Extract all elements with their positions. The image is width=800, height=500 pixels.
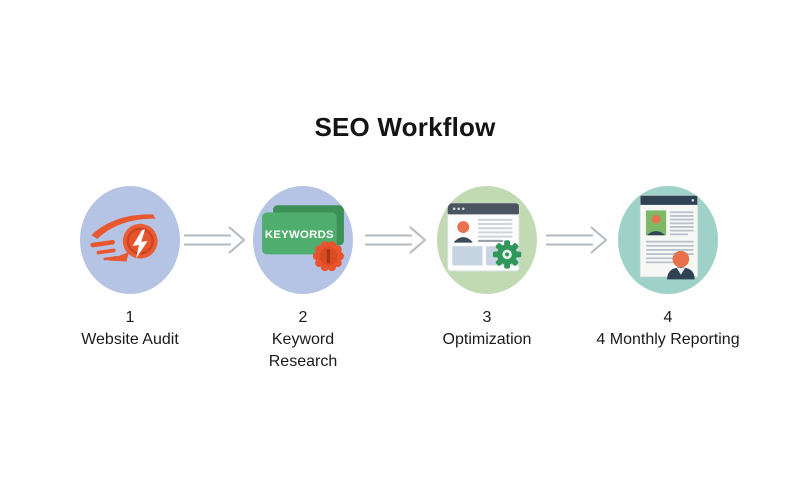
person-icon (667, 250, 695, 279)
report-person-icon (622, 190, 714, 291)
flow-arrow-2 (365, 226, 429, 254)
flow-arrow-3 (546, 226, 610, 254)
step-1-label: 1 Website Audit (40, 307, 220, 351)
step-keyword-research: KEYWORDS 2 Keyword Research (213, 186, 393, 373)
step-4-number: 4 (663, 309, 673, 326)
gear-icon (492, 239, 522, 269)
step-monthly-reporting: 4 4 Monthly Reporting (578, 186, 758, 351)
keywords-badge-icon: KEYWORDS (253, 195, 353, 286)
step-4-name: 4 Monthly Reporting (596, 331, 740, 348)
step-2-label: 2 Keyword Research (213, 307, 393, 373)
step-4-label: 4 4 Monthly Reporting (578, 307, 758, 351)
step-3-name: Optimization (442, 331, 532, 348)
step-2-circle: KEYWORDS (253, 186, 353, 294)
page-title: SEO Workflow (314, 112, 496, 142)
browser-gear-icon (441, 196, 533, 285)
step-3-circle (437, 186, 537, 294)
step-1-circle (80, 186, 180, 294)
step-website-audit: 1 Website Audit (40, 186, 220, 351)
step-optimization: 3 Optimization (397, 186, 577, 351)
keywords-badge-text: KEYWORDS (265, 229, 334, 241)
step-3-number: 3 (482, 309, 492, 326)
step-4-circle (618, 186, 718, 294)
step-2-name: Keyword Research (268, 331, 338, 370)
step-1-number: 1 (125, 309, 135, 326)
speed-gauge-icon (88, 206, 172, 275)
step-1-name: Website Audit (81, 331, 179, 348)
step-2-number: 2 (298, 309, 308, 326)
step-3-label: 3 Optimization (397, 307, 577, 351)
flow-arrow-1 (184, 226, 248, 254)
